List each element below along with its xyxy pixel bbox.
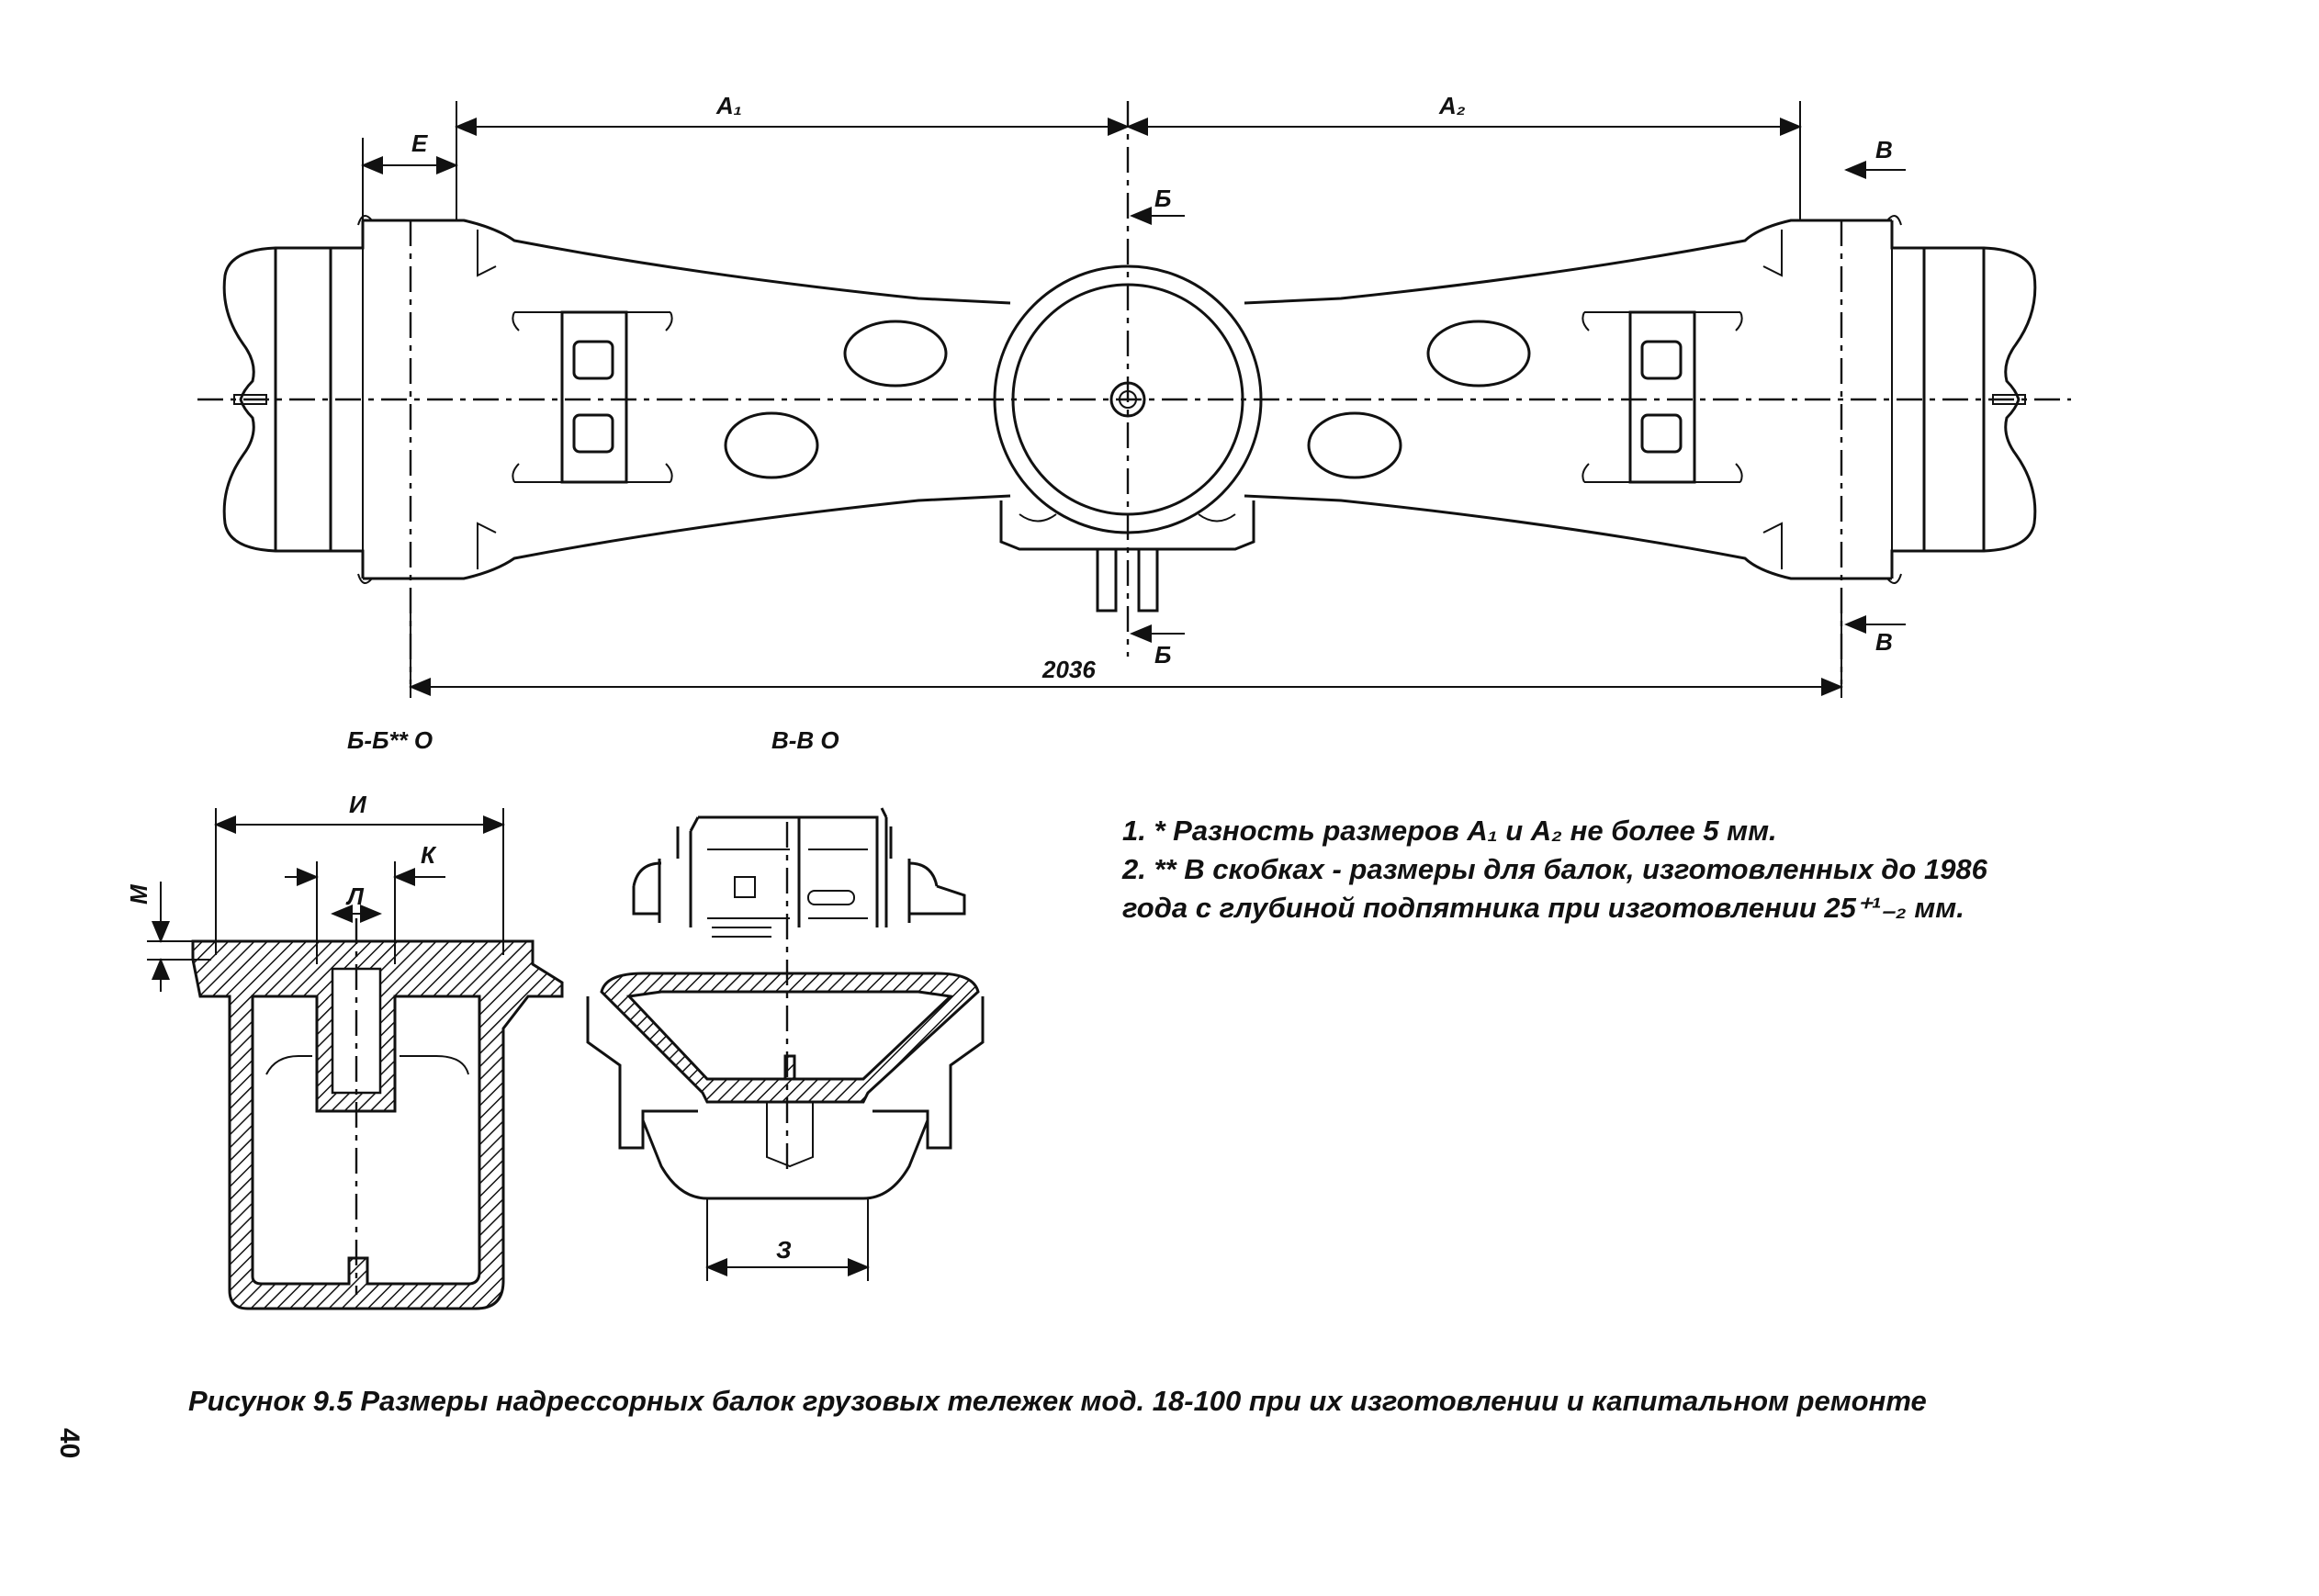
dim-m-label: М (125, 883, 152, 905)
section-vv-title: В-В О (771, 726, 839, 754)
beam-outline (363, 219, 1892, 580)
section-bb: И К Л М (125, 791, 564, 1310)
section-b-top-label: Б (1154, 185, 1171, 212)
center-plate (993, 264, 1263, 613)
dim-e-label: Е (411, 129, 428, 157)
left-end (222, 220, 365, 579)
figure-caption: Рисунок 9.5 Размеры надрессорных балок г… (188, 1385, 1927, 1417)
note-1: 1. * Разность размеров А₁ и А₂ не более … (1122, 815, 1777, 847)
oval-hole (724, 411, 819, 479)
dim-k-label: К (421, 841, 437, 869)
bolster-plan-view: A₁ A₂ Е Б Б В В 2036 (197, 92, 2071, 698)
dim-a1-label: A₁ (715, 92, 742, 119)
section-bb-title: Б-Б** О (347, 726, 433, 754)
page-number: 40 (54, 1428, 84, 1459)
left-spring-seat (512, 310, 673, 484)
section-vv-body (600, 972, 980, 1104)
oval-hole (1307, 411, 1402, 479)
section-v-bottom-label: В (1875, 628, 1893, 656)
note-2: 2. ** В скобках - размеры для балок, изг… (1122, 853, 1987, 885)
right-end (1890, 220, 2037, 579)
dim-2036-label: 2036 (1041, 656, 1096, 683)
right-spring-seat (1582, 310, 1743, 484)
dim-i-label: И (349, 791, 367, 818)
section-v-top-label: В (1875, 136, 1893, 163)
dim-l-label: Л (345, 882, 365, 910)
dim-a2-label: A₂ (1438, 92, 1466, 119)
notes-block: 1. * Разность размеров А₁ и А₂ не более … (1122, 812, 2087, 927)
section-b-bottom-label: Б (1154, 641, 1171, 669)
dim-z-label: З (776, 1236, 792, 1264)
note-2-continued: года с глубиной подпятника при изготовле… (1122, 892, 1964, 924)
oval-hole (843, 320, 948, 388)
section-vv: З (586, 807, 985, 1281)
oval-hole (1426, 320, 1531, 388)
